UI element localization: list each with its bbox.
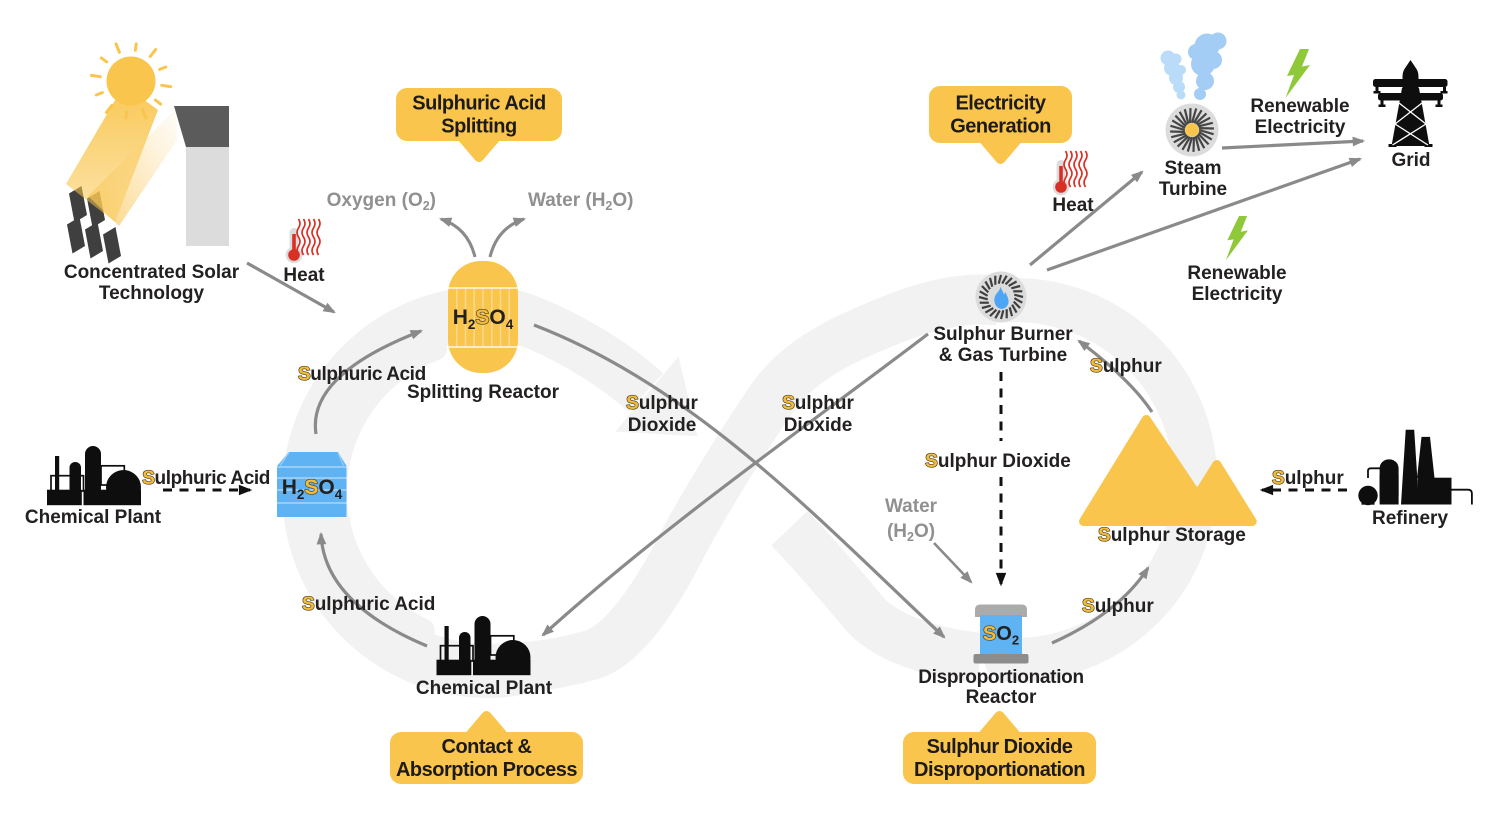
svg-text:Renewable: Renewable [1250,96,1349,117]
svg-text:Chemical Plant: Chemical Plant [25,507,162,528]
svg-text:H2SO4: H2SO4 [282,476,343,502]
svg-text:Reactor: Reactor [966,687,1037,708]
svg-text:Dioxide: Dioxide [784,415,853,436]
svg-text:Sulphur Dioxide: Sulphur Dioxide [925,451,1071,472]
svg-text:Water: Water [885,496,938,517]
svg-text:Turbine: Turbine [1159,179,1227,200]
svg-text:Sulphuric Acid: Sulphuric Acid [302,594,435,615]
svg-text:Splitting: Splitting [441,116,516,138]
svg-text:Disproportionation: Disproportionation [914,759,1085,781]
svg-text:Heat: Heat [283,265,325,286]
svg-text:Sulphur Dioxide: Sulphur Dioxide [927,736,1073,758]
svg-text:Water (H2O): Water (H2O) [528,190,633,213]
svg-text:Sulphur: Sulphur [1272,468,1344,489]
svg-text:Sulphur Storage: Sulphur Storage [1098,525,1246,546]
svg-text:Technology: Technology [99,283,205,304]
svg-text:Splitting Reactor: Splitting Reactor [407,382,560,403]
svg-text:Sulphur Burner: Sulphur Burner [933,324,1073,345]
svg-text:Steam: Steam [1164,158,1221,179]
svg-text:Sulphuric Acid: Sulphuric Acid [412,93,545,115]
svg-text:Electricity: Electricity [1255,117,1346,138]
svg-text:(H2O): (H2O) [887,521,935,544]
svg-text:Disproportionation: Disproportionation [918,667,1084,688]
svg-text:Sulphur: Sulphur [782,393,854,414]
svg-text:Sulphur: Sulphur [626,393,698,414]
svg-text:Heat: Heat [1052,195,1094,216]
svg-text:Refinery: Refinery [1372,508,1448,529]
svg-text:Dioxide: Dioxide [628,415,697,436]
svg-text:Sulphuric Acid: Sulphuric Acid [142,468,270,489]
svg-text:Sulphuric Acid: Sulphuric Acid [298,364,426,385]
svg-text:H2SO4: H2SO4 [453,306,514,332]
svg-text:& Gas Turbine: & Gas Turbine [939,345,1067,366]
svg-text:Chemical Plant: Chemical Plant [416,678,553,699]
svg-text:Contact &: Contact & [442,736,532,758]
svg-text:Grid: Grid [1391,150,1430,171]
svg-text:Sulphur: Sulphur [1090,356,1162,377]
svg-text:Concentrated Solar: Concentrated Solar [64,262,240,283]
svg-text:Absorption Process: Absorption Process [396,759,577,781]
svg-text:Electricity: Electricity [955,93,1046,115]
svg-text:Renewable: Renewable [1187,263,1286,284]
svg-text:Generation: Generation [950,116,1051,138]
svg-text:Oxygen (O2): Oxygen (O2) [327,190,436,213]
svg-text:Sulphur: Sulphur [1082,596,1154,617]
svg-text:Electricity: Electricity [1192,284,1283,305]
